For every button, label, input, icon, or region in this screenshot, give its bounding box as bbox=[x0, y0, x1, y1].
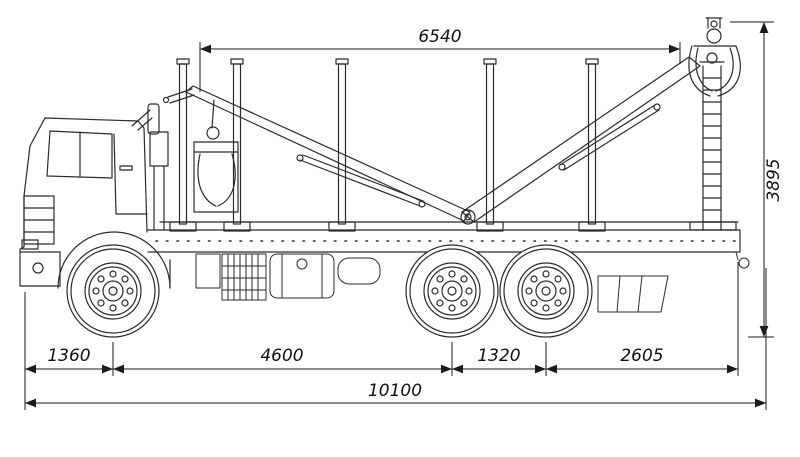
underframe-equipment bbox=[195, 251, 750, 313]
hydraulic-cylinder-lower bbox=[299, 159, 421, 207]
grapple-claw bbox=[717, 45, 741, 97]
crane-base bbox=[689, 221, 737, 231]
dimension-top-span bbox=[199, 42, 681, 92]
grapple-frame bbox=[193, 141, 239, 213]
dimensions bbox=[24, 21, 774, 410]
jib-line bbox=[169, 94, 195, 104]
stake bbox=[169, 58, 197, 232]
grapple-stowed bbox=[688, 17, 741, 97]
grapple-claw bbox=[197, 153, 217, 207]
dimension-height bbox=[730, 21, 774, 338]
side-mirror bbox=[147, 103, 160, 135]
dimension-chain bbox=[24, 262, 767, 410]
grapple-claw bbox=[688, 45, 711, 97]
air-intake bbox=[149, 131, 169, 167]
front-wheel bbox=[66, 244, 160, 338]
dimension-rear-overhang-label: 2605 bbox=[620, 346, 663, 366]
tow-hook bbox=[738, 257, 750, 269]
stake bbox=[578, 58, 606, 232]
fuel-cap bbox=[296, 258, 308, 270]
dimension-height-label: 3895 bbox=[764, 158, 784, 201]
stake bbox=[328, 58, 356, 232]
log-stakes bbox=[169, 58, 606, 232]
battery-box bbox=[221, 253, 267, 301]
dimension-wheelbase-label: 4600 bbox=[260, 346, 303, 366]
tow-hook-arm bbox=[735, 251, 739, 261]
front-fender-arch bbox=[57, 231, 171, 289]
rear-guard bbox=[597, 275, 669, 313]
fog-light bbox=[32, 262, 44, 274]
dimension-axle-spacing-label: 1320 bbox=[477, 346, 520, 366]
rear-wheel-1 bbox=[405, 244, 499, 338]
door-handle bbox=[119, 165, 133, 171]
dimension-overall-length-label: 10100 bbox=[368, 381, 422, 401]
cab bbox=[19, 103, 171, 289]
crane-boom-upper bbox=[461, 56, 701, 223]
chassis-frame bbox=[147, 221, 741, 253]
grapple-rotator bbox=[206, 126, 220, 140]
stake bbox=[476, 58, 504, 232]
tool-box bbox=[195, 253, 221, 289]
air-tank bbox=[337, 257, 381, 285]
grapple-hanging bbox=[193, 99, 239, 213]
loader-crane bbox=[162, 17, 741, 231]
dimension-top-span-label: 6540 bbox=[418, 27, 461, 47]
hydraulic-cylinder-upper bbox=[559, 104, 656, 166]
dimension-front-overhang-label: 1360 bbox=[47, 346, 90, 366]
rear-wheel-2 bbox=[499, 244, 593, 338]
side-window bbox=[46, 130, 113, 179]
stake bbox=[223, 58, 251, 232]
boom-elbow-joint bbox=[460, 209, 476, 225]
crane-boom-lower bbox=[185, 85, 471, 222]
grapple-claw bbox=[217, 153, 236, 207]
grapple-rotator bbox=[706, 28, 722, 44]
fuel-tank bbox=[269, 253, 335, 299]
